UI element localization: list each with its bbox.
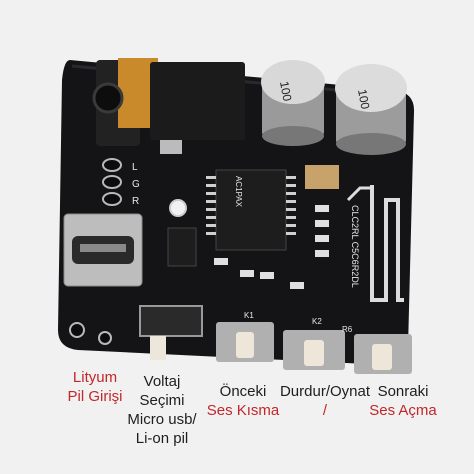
pin-label-r: R	[132, 196, 139, 207]
voltage-slide-switch	[139, 305, 203, 360]
capacitor-left: 100	[261, 60, 325, 146]
cap-right-value: 100	[355, 88, 372, 110]
label-play-pause: Durdur/Oynat /	[279, 383, 371, 419]
main-chip: AC1PAX	[206, 169, 296, 251]
label-voltage-select: Voltaj Seçimi Micro usb/ Li-on pil	[127, 373, 197, 447]
button-play	[283, 330, 345, 370]
button-previous	[216, 322, 274, 362]
audio-jack	[92, 58, 245, 154]
button-marking-next: R6	[342, 325, 353, 334]
micro-usb-port	[63, 213, 143, 287]
label-next: Sonraki Ses Açma	[369, 383, 437, 419]
button-marking-prev: K1	[244, 311, 254, 320]
bt-antenna	[370, 185, 404, 302]
pin-label-g: G	[132, 179, 140, 190]
button-marking-play: K2	[312, 317, 322, 326]
label-battery-input: Lityum Pil Girişi	[67, 369, 123, 405]
button-next	[354, 334, 412, 374]
pin-label-l: L	[132, 162, 138, 173]
capacitor-right: 100	[335, 64, 407, 155]
chip-marking: AC1PAX	[234, 176, 243, 208]
bt-marking: CLC2RL C5C6R2DL	[350, 205, 360, 288]
cap-left-value: 100	[277, 80, 294, 102]
label-previous: Önceki Ses Kısma	[206, 383, 280, 419]
